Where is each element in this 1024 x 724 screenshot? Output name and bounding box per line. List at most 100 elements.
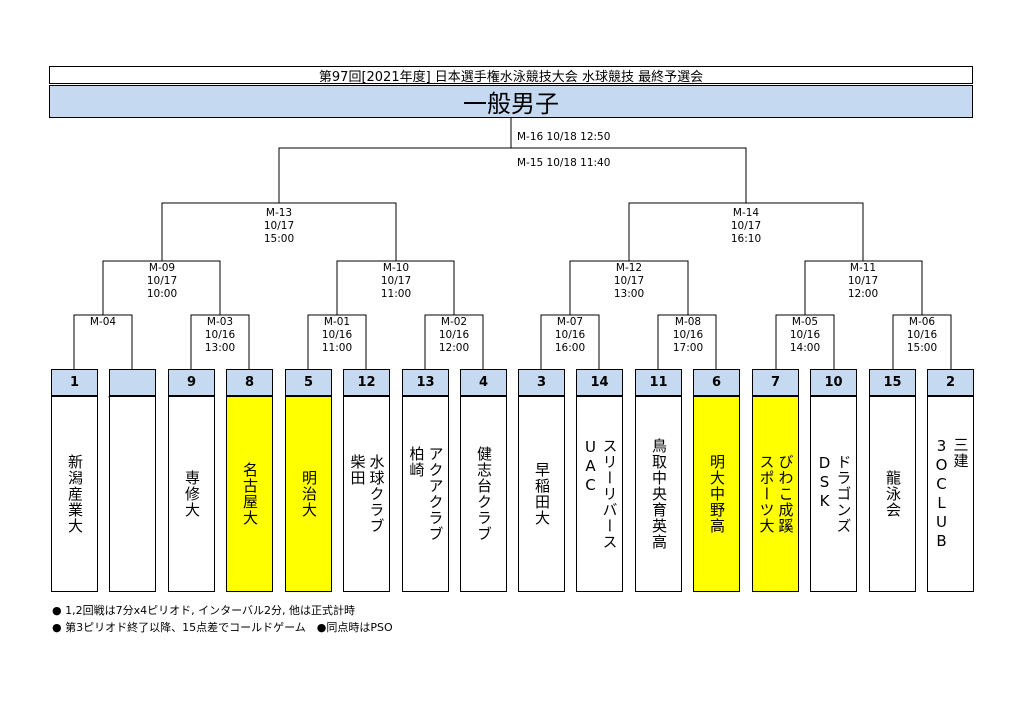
match-m05-label: M-05 10/16 14:00	[790, 316, 820, 355]
team-name: 明治大	[300, 470, 318, 518]
match-m02-date: 10/16	[438, 329, 470, 341]
match-m12-number: M-12	[615, 262, 643, 274]
team-name-box: 健志台クラブ	[460, 396, 507, 592]
team-name-box: 鳥取中央育英高	[635, 396, 682, 592]
team-seed: 12	[343, 369, 390, 396]
match-m10-number: M-10	[382, 262, 410, 274]
match-m10-date: 10/17	[380, 275, 412, 287]
match-m06-date: 10/16	[906, 329, 938, 341]
match-m01-label: M-01 10/16 11:00	[322, 316, 352, 355]
match-m11-label: M-11 10/17 12:00	[848, 262, 878, 301]
team-name: 龍泳会	[884, 470, 902, 518]
match-m03-time: 13:00	[204, 342, 236, 354]
team-seed: 11	[635, 369, 682, 396]
match-m08-connector	[657, 314, 717, 369]
match-m05-time: 14:00	[789, 342, 821, 354]
team-name: 三建 3OCLUB	[932, 437, 970, 551]
match-m09-number: M-09	[148, 262, 176, 274]
match-m07-number: M-07	[556, 316, 584, 328]
team-name: 新潟産業大	[66, 454, 84, 534]
match-m07-connector	[540, 314, 600, 369]
team-name-box: アクアクラブ 柏崎	[402, 396, 449, 592]
match-m14-label: M-14 10/17 16:10	[731, 207, 761, 246]
team-name-box: 明大中野高	[693, 396, 740, 592]
team-name: 水球クラブ 柴田	[348, 454, 386, 534]
team-seed: 6	[693, 369, 740, 396]
match-m09-date: 10/17	[146, 275, 178, 287]
team-name-box: 水球クラブ 柴田	[343, 396, 390, 592]
match-m12-time: 13:00	[613, 288, 645, 300]
team-name-box: 名古屋大	[226, 396, 273, 592]
match-m08-time: 17:00	[672, 342, 704, 354]
team-name: 専修大	[183, 470, 201, 518]
match-m09-time: 10:00	[146, 288, 178, 300]
match-m03-label: M-03 10/16 13:00	[205, 316, 235, 355]
team-seed: 7	[752, 369, 799, 396]
match-m04-number: M-04	[89, 316, 117, 328]
team-seed: 9	[168, 369, 215, 396]
team-name: アクアクラブ 柏崎	[407, 446, 445, 542]
team-name-box: びわこ成蹊 スポーツ大	[752, 396, 799, 592]
match-m03-number: M-03	[206, 316, 234, 328]
match-m02-connector	[424, 314, 484, 369]
match-m11-connector	[804, 260, 923, 315]
match-m04-label: M-04	[90, 316, 116, 329]
match-m08-label: M-08 10/16 17:00	[673, 316, 703, 355]
match-m01-time: 11:00	[321, 342, 353, 354]
match-m13-label: M-13 10/17 15:00	[264, 207, 294, 246]
team-name-box: 専修大	[168, 396, 215, 592]
match-m12-label: M-12 10/17 13:00	[614, 262, 644, 301]
match-m05-connector	[775, 314, 835, 369]
match-m15-connector	[278, 147, 747, 203]
rules-note: ● 1,2回戦は7分x4ピリオド, インターバル2分, 他は正式計時	[52, 604, 355, 617]
match-m12-connector	[569, 260, 689, 315]
team-name: 名古屋大	[241, 462, 259, 526]
match-m07-date: 10/16	[554, 329, 586, 341]
team-name: 健志台クラブ	[475, 446, 493, 542]
team-name: 鳥取中央育英高	[650, 438, 668, 550]
match-m05-date: 10/16	[789, 329, 821, 341]
team-name: 早稲田大	[533, 462, 551, 526]
match-m15-label: M-15 10/18 11:40	[517, 157, 611, 169]
team-seed: 8	[226, 369, 273, 396]
match-m07-time: 16:00	[554, 342, 586, 354]
match-m03-date: 10/16	[204, 329, 236, 341]
match-m11-date: 10/17	[847, 275, 879, 287]
match-m09-label: M-09 10/17 10:00	[147, 262, 177, 301]
match-m14-connector	[628, 202, 864, 261]
match-m06-label: M-06 10/16 15:00	[907, 316, 937, 355]
team-seed: 2	[927, 369, 974, 396]
match-m01-connector	[307, 314, 367, 369]
match-m08-date: 10/16	[672, 329, 704, 341]
team-seed	[109, 369, 156, 396]
match-m02-time: 12:00	[438, 342, 470, 354]
team-name-box: 新潟産業大	[51, 396, 98, 592]
match-m14-number: M-14	[732, 207, 760, 219]
match-m10-connector	[336, 260, 455, 315]
match-m11-number: M-11	[849, 262, 877, 274]
team-seed: 5	[285, 369, 332, 396]
match-m13-time: 15:00	[263, 233, 295, 245]
match-m02-number: M-02	[440, 316, 468, 328]
match-m14-time: 16:10	[730, 233, 762, 245]
team-name-box: 三建 3OCLUB	[927, 396, 974, 592]
match-m09-connector	[102, 260, 221, 315]
tournament-title: 第97回[2021年度] 日本選手権水泳競技大会 水球競技 最終予選会	[49, 66, 973, 85]
bye-slot	[109, 396, 156, 592]
team-seed: 3	[518, 369, 565, 396]
team-seed: 15	[869, 369, 916, 396]
team-name-box: 明治大	[285, 396, 332, 592]
match-m10-label: M-10 10/17 11:00	[381, 262, 411, 301]
match-m13-date: 10/17	[263, 220, 295, 232]
team-name: スリーリバース UAC	[581, 438, 619, 550]
team-name: びわこ成蹊 スポーツ大	[757, 454, 795, 534]
team-name-box: 龍泳会	[869, 396, 916, 592]
team-seed: 10	[810, 369, 857, 396]
team-seed: 14	[576, 369, 623, 396]
match-m13-number: M-13	[265, 207, 293, 219]
match-m03-connector	[190, 314, 250, 369]
match-m06-time: 15:00	[906, 342, 938, 354]
match-m07-label: M-07 10/16 16:00	[555, 316, 585, 355]
rules-note: ● 第3ピリオド終了以降、15点差でコールドゲーム ●同点時はPSO	[52, 621, 393, 634]
match-m01-date: 10/16	[321, 329, 353, 341]
